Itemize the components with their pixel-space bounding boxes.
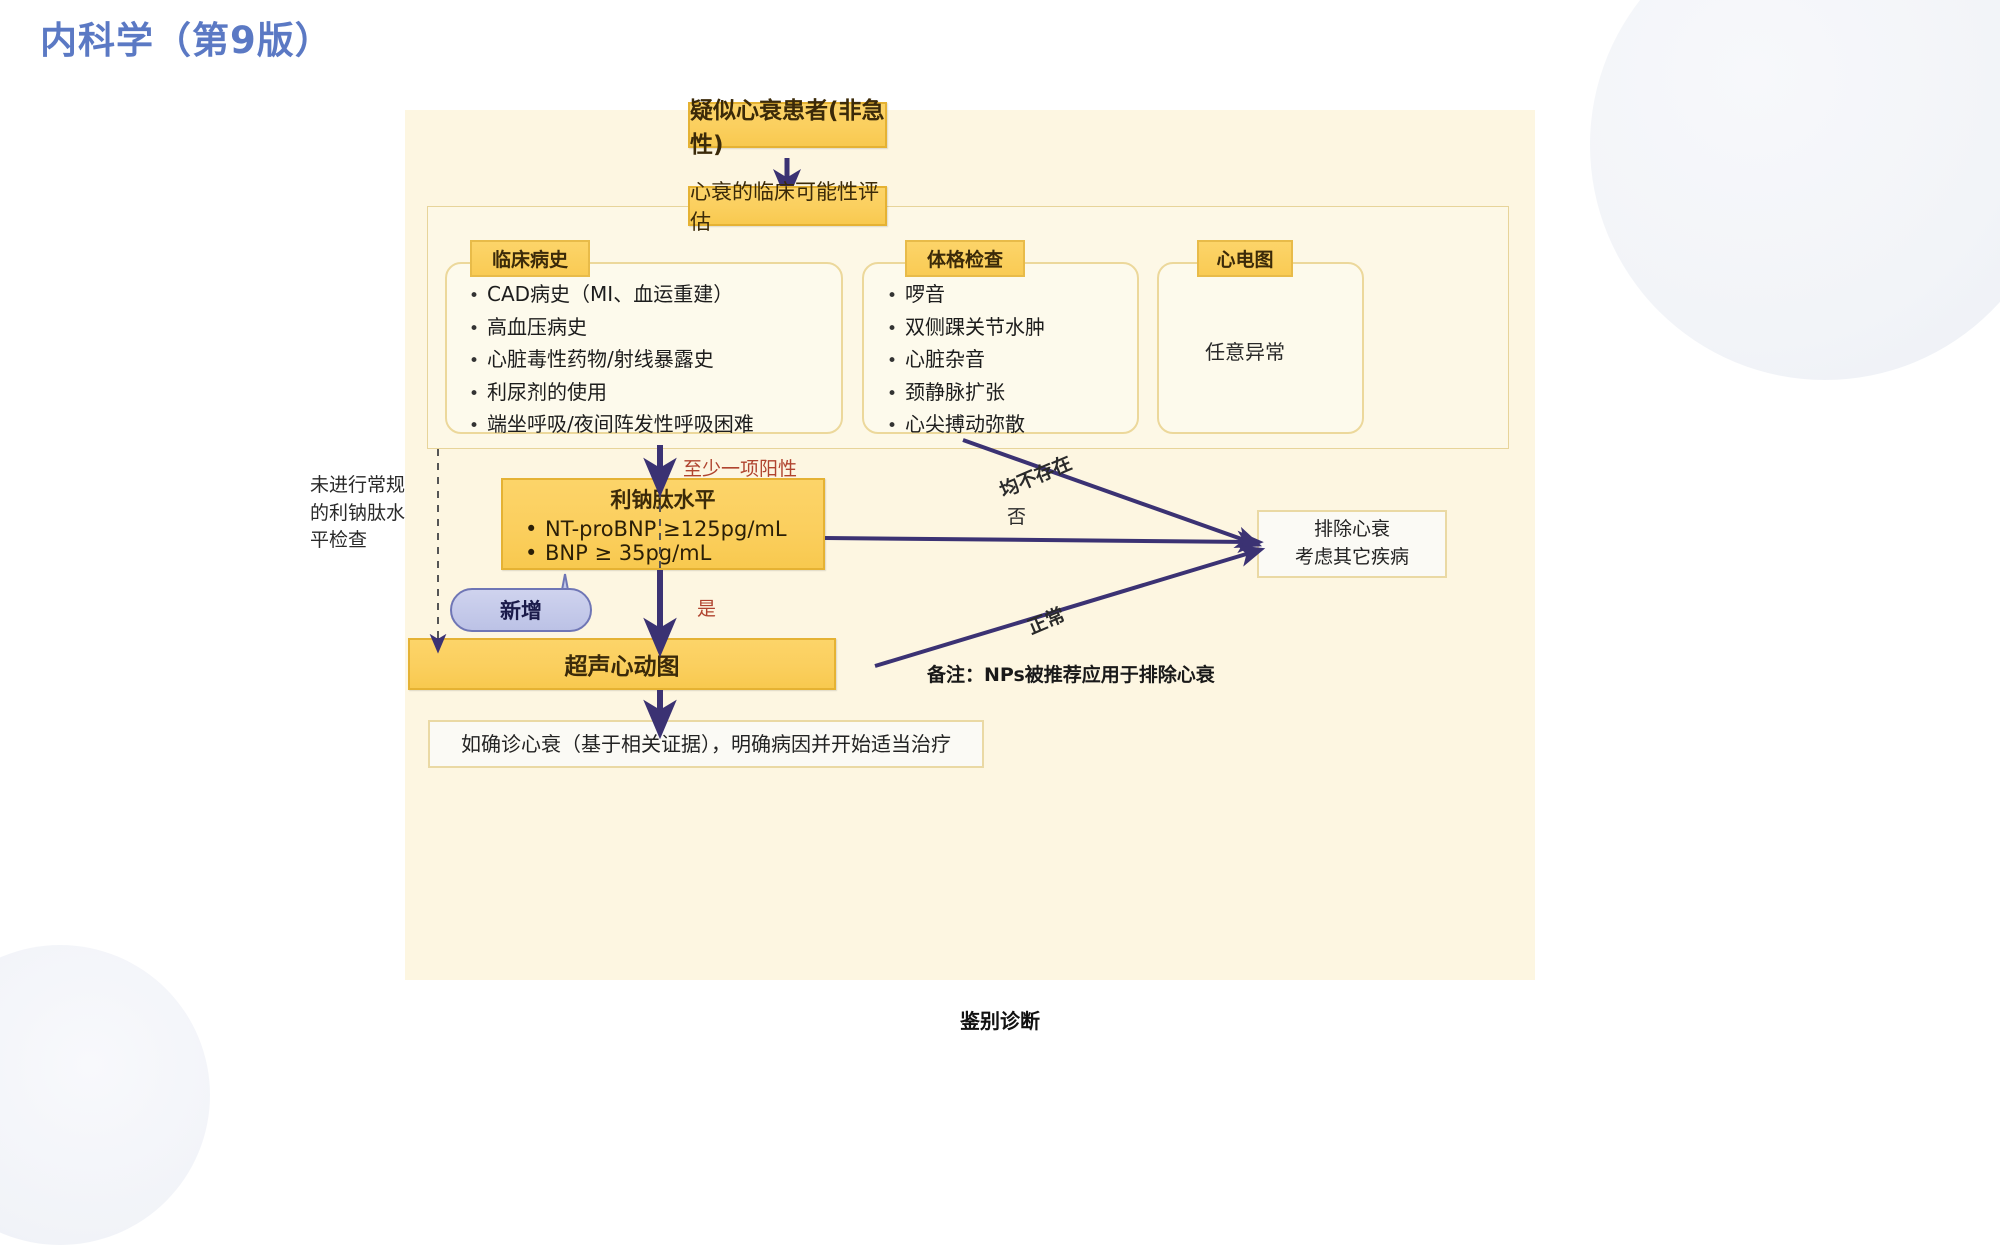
- edge-label-no-text: 否: [1007, 506, 1027, 528]
- panel-clinical-history: [445, 262, 843, 434]
- list-physical-exam: • 啰音 • 双侧踝关节水肿 • 心脏杂音 • 颈静脉扩张 • 心尖搏动弥散: [887, 278, 1045, 441]
- page-title: 内科学（第9版）: [40, 19, 333, 62]
- bullet-dot: •: [887, 383, 898, 404]
- header-ecg: 心电图: [1197, 240, 1293, 277]
- note-no-routine-np-test: 未进行常规 的利钠肽水 平检查: [310, 472, 405, 555]
- exclude-line-1: 排除心衰: [1313, 518, 1390, 541]
- ecg-any-abnormality: 任意异常: [1205, 336, 1285, 365]
- bullet-dot: •: [887, 286, 898, 306]
- bullet-dot: •: [469, 383, 480, 404]
- list-item-label: 啰音: [905, 282, 945, 306]
- bullet-dot: •: [469, 416, 480, 437]
- np-item-label: NT-proBNP ≥125pg/mL: [545, 516, 787, 541]
- note-line: 平检查: [310, 529, 368, 552]
- edge-label-no: 否: [1007, 502, 1026, 529]
- node-confirmed-heart-failure: 如确诊心衰（基于相关证据），明确病因并开始适当治疗: [428, 720, 984, 768]
- exclude-line-2: 考虑其它疾病: [1294, 546, 1409, 568]
- list-item-label: 颈静脉扩张: [905, 379, 1005, 404]
- list-item: • 心脏杂音: [887, 343, 1045, 376]
- bullet-dot: •: [525, 516, 538, 541]
- remark-nps: 备注：NPs被推荐应用于排除心衰: [927, 660, 1215, 687]
- bullet-dot: •: [887, 351, 898, 372]
- header-clinical-history: 临床病史: [470, 240, 590, 277]
- bullet-dot: •: [887, 416, 898, 437]
- flowchart-figure: 疑似心衰患者(非急性) 心衰的临床可能性评估 临床病史 体格检查 心电图 • CA…: [310, 98, 1535, 980]
- edge-label-yes: 是: [697, 594, 716, 621]
- panel-ecg: [1157, 262, 1364, 434]
- node-suspected-hf-label: 疑似心衰患者(非急性): [690, 98, 885, 158]
- list-item: • 心尖搏动弥散: [887, 408, 1045, 441]
- new-badge: 新增: [450, 588, 592, 632]
- note-line: 未进行常规: [310, 474, 406, 496]
- node-confirmed-heart-failure-label: 如确诊心衰（基于相关证据），明确病因并开始适当治疗: [461, 731, 951, 756]
- list-item: • 高血压病史: [469, 311, 754, 344]
- list-item: • 颈静脉扩张: [887, 376, 1045, 409]
- figure-caption: 鉴别诊断: [960, 1009, 1040, 1033]
- list-item-label: 心脏杂音: [905, 347, 985, 372]
- node-clinical-probability: 心衰的临床可能性评估: [688, 180, 887, 234]
- bullet-dot: •: [525, 540, 538, 565]
- ecg-any-abnormality-label: 任意异常: [1205, 340, 1285, 364]
- list-item: • CAD病史（MI、血运重建）: [469, 278, 754, 311]
- list-item: • 双侧踝关节水肿: [887, 311, 1045, 344]
- bullet-dot: •: [469, 286, 480, 306]
- header-physical-exam: 体格检查: [905, 240, 1025, 277]
- np-item-label: BNP ≥ 35pg/mL: [545, 540, 712, 565]
- bullet-dot: •: [887, 318, 898, 339]
- node-clinical-probability-label: 心衰的临床可能性评估: [690, 180, 879, 234]
- list-item-label: 心尖搏动弥散: [905, 412, 1025, 437]
- edge-label-yes-text: 是: [697, 598, 717, 620]
- decorative-circle-top-right: [1590, 0, 2000, 380]
- remark-nps-text: 备注：NPs被推荐应用于排除心衰: [927, 664, 1215, 686]
- panel-physical-exam: [862, 262, 1139, 434]
- edge-label-at-least-one-positive: 至少一项阳性: [683, 454, 797, 481]
- header-ecg-label: 心电图: [1216, 249, 1274, 271]
- node-exclude-heart-failure: 排除心衰 考虑其它疾病: [1257, 510, 1447, 578]
- list-item: • 心脏毒性药物/射线暴露史: [469, 343, 754, 376]
- list-item: • 啰音: [887, 278, 1045, 311]
- list-item-label: 利尿剂的使用: [487, 379, 607, 404]
- node-echocardiogram: 超声心动图: [408, 638, 836, 690]
- node-suspected-hf: 疑似心衰患者(非急性): [688, 98, 887, 158]
- np-item: • BNP ≥ 35pg/mL: [503, 541, 711, 565]
- np-item: • NT-proBNP ≥125pg/mL: [503, 517, 787, 541]
- note-line: 的利钠肽水: [310, 501, 406, 524]
- flowchart-connectors: [429, 158, 1266, 740]
- edge-label-at-least-one-positive-text: 至少一项阳性: [683, 458, 798, 480]
- new-badge-label: 新增: [500, 599, 542, 623]
- list-item-label: 端坐呼吸/夜间阵发性呼吸困难: [487, 412, 754, 437]
- header-physical-exam-label: 体格检查: [926, 249, 1003, 271]
- list-item: • 利尿剂的使用: [469, 376, 754, 409]
- node-echocardiogram-label: 超声心动图: [564, 654, 680, 680]
- list-item: • 端坐呼吸/夜间阵发性呼吸困难: [469, 408, 754, 441]
- list-clinical-history: • CAD病史（MI、血运重建） • 高血压病史 • 心脏毒性药物/射线暴露史 • 利尿…: [469, 278, 754, 441]
- header-clinical-history-label: 临床病史: [491, 249, 568, 271]
- list-item-label: 双侧踝关节水肿: [905, 314, 1045, 339]
- decorative-circle-bottom-left: [0, 945, 210, 1245]
- bullet-dot: •: [469, 318, 480, 339]
- list-item-label: CAD病史（MI、血运重建）: [487, 282, 734, 306]
- bullet-dot: •: [469, 351, 480, 372]
- flowchart-canvas: 疑似心衰患者(非急性) 心衰的临床可能性评估 临床病史 体格检查 心电图 • CA…: [310, 98, 1535, 980]
- list-item-label: 高血压病史: [487, 314, 587, 339]
- list-item-label: 心脏毒性药物/射线暴露史: [487, 347, 714, 372]
